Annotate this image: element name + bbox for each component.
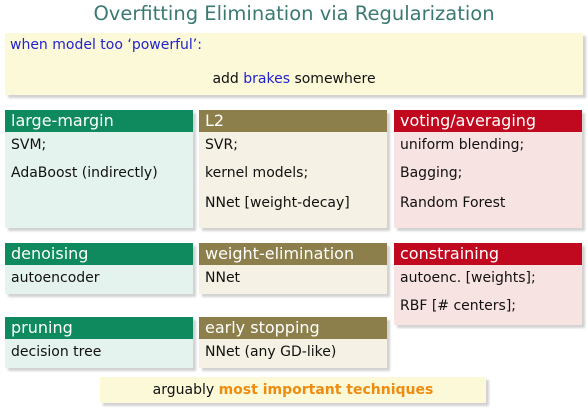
box-header: denoising <box>5 243 193 265</box>
box-weight-elimination: weight-elimination NNet <box>199 243 387 294</box>
box-early-stopping: early stopping NNet (any GD-like) <box>199 317 387 368</box>
box-header: voting/averaging <box>394 110 582 132</box>
box-l2: L2 SVR; kernel models; NNet [weight-deca… <box>199 110 387 228</box>
box-header: constraining <box>394 243 582 265</box>
box-item: RBF [# centers]; <box>400 298 516 314</box>
slide-title: Overfitting Elimination via Regularizati… <box>93 2 495 25</box>
intro-box: when model too ‘powerful’: add brakes so… <box>5 33 583 95</box>
box-body: uniform blending; Bagging; Random Forest <box>394 132 582 228</box>
box-item: uniform blending; <box>400 137 525 153</box>
intro-highlight-brakes: brakes <box>243 71 290 87</box>
box-item: SVR; <box>205 137 238 153</box>
box-item: SVM; <box>11 137 47 153</box>
box-header: weight-elimination <box>199 243 387 265</box>
intro-line-2-suffix: somewhere <box>290 71 376 87</box>
box-body: autoenc. [weights]; RBF [# centers]; <box>394 265 582 325</box>
box-item: Bagging; <box>400 165 463 181</box>
box-body: NNet <box>199 265 387 294</box>
intro-line-1: when model too ‘powerful’: <box>10 37 202 53</box>
intro-line-2: add brakes somewhere <box>5 71 583 87</box>
box-header: L2 <box>199 110 387 132</box>
box-item: autoenc. [weights]; <box>400 270 536 286</box>
footer-note: arguably most important techniques <box>100 377 486 403</box>
box-item: kernel models; <box>205 165 309 181</box>
box-item: AdaBoost (indirectly) <box>11 165 158 181</box>
box-item: NNet <box>205 270 241 286</box>
box-pruning: pruning decision tree <box>5 317 193 368</box>
box-body: decision tree <box>5 339 193 368</box>
box-body: autoencoder <box>5 265 193 294</box>
box-item: NNet [weight-decay] <box>205 195 350 211</box>
footer-prefix: arguably <box>152 382 219 398</box>
box-body: SVR; kernel models; NNet [weight-decay] <box>199 132 387 228</box>
box-item: Random Forest <box>400 195 506 211</box>
box-constraining: constraining autoenc. [weights]; RBF [# … <box>394 243 582 325</box>
box-voting-averaging: voting/averaging uniform blending; Baggi… <box>394 110 582 228</box>
footer-highlight: most important techniques <box>218 382 434 398</box>
box-body: NNet (any GD-like) <box>199 339 387 368</box>
box-body: SVM; AdaBoost (indirectly) <box>5 132 193 228</box>
box-header: pruning <box>5 317 193 339</box>
box-header: large-margin <box>5 110 193 132</box>
box-denoising: denoising autoencoder <box>5 243 193 294</box>
box-item: NNet (any GD-like) <box>205 344 337 360</box>
intro-line-2-prefix: add <box>212 71 244 87</box>
box-header: early stopping <box>199 317 387 339</box>
box-large-margin: large-margin SVM; AdaBoost (indirectly) <box>5 110 193 228</box>
box-item: autoencoder <box>11 270 100 286</box>
box-item: decision tree <box>11 344 102 360</box>
